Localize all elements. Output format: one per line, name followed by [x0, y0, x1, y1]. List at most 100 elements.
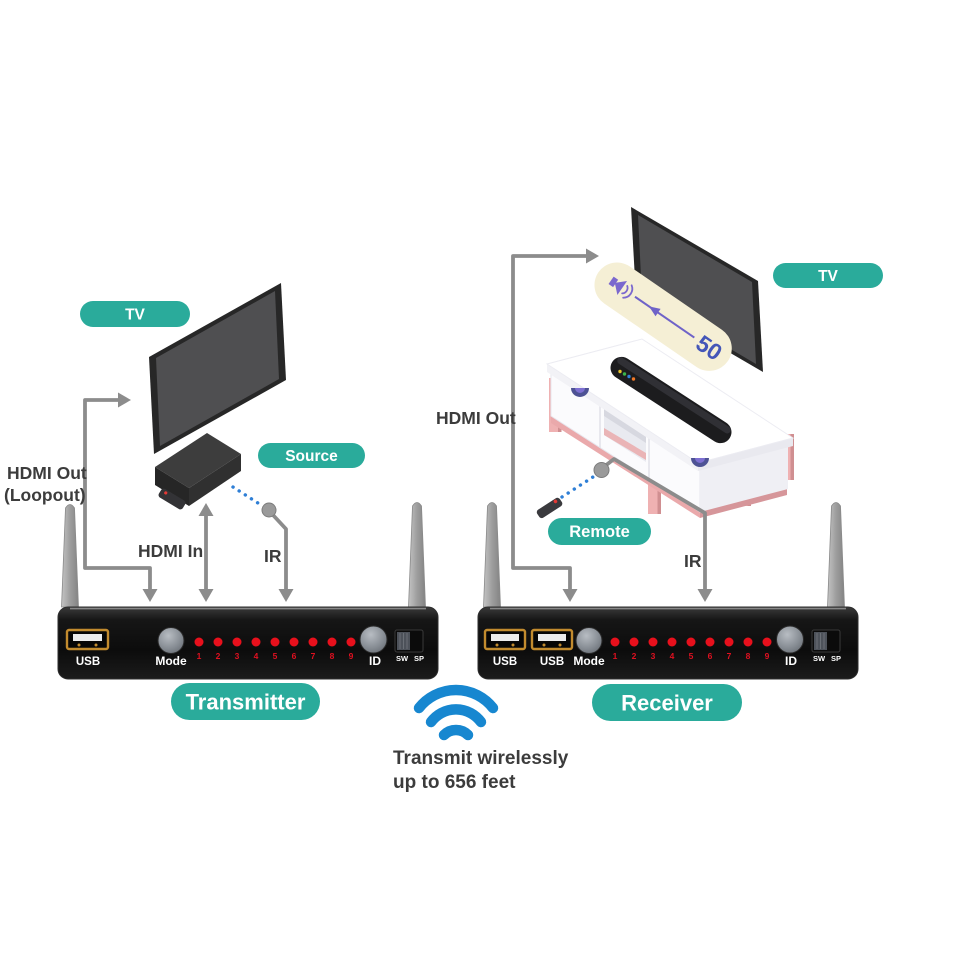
tv-left-pill-label: TV: [125, 307, 145, 324]
volume-banner: 50: [594, 262, 732, 371]
volume-arrowhead: [648, 306, 661, 317]
led-number: 3: [235, 651, 240, 661]
usb-label: USB: [76, 656, 100, 668]
led-number: 8: [330, 651, 335, 661]
usb-port: [530, 628, 574, 651]
tv-left-pill: [80, 301, 190, 327]
id-button: [776, 625, 804, 654]
source-front-left: [155, 467, 189, 506]
drawer-handle: [571, 388, 589, 397]
connectors: HDMI Out (Loopout) HDMI In IR HDMI Out I…: [4, 248, 713, 602]
transmitter-device: USB Mode 1 2 3 4 5 6 7 8 9 ID: [57, 502, 439, 680]
ir-right-line: [603, 457, 707, 590]
id-button: [359, 625, 388, 654]
mode-button: [157, 627, 185, 654]
sp-label: SP: [414, 654, 424, 663]
led-number: 5: [273, 651, 278, 661]
labels: TV Source TV Remote Transmitter Receiver: [80, 263, 883, 721]
led-indicators: 1 2 3 4 5 6 7 8 9: [194, 637, 356, 661]
ir-right-label: IR: [684, 551, 702, 571]
led-number: 9: [765, 651, 770, 661]
mode-switch: [811, 629, 841, 653]
mode-label: Mode: [155, 654, 187, 668]
led-number: 1: [613, 651, 618, 661]
tv-screen: [156, 291, 279, 446]
id-label: ID: [369, 654, 381, 668]
wireless-note: Transmit wirelessly up to 656 feet: [393, 748, 569, 793]
led-number: 7: [727, 651, 732, 661]
sw-label: SW: [813, 654, 826, 663]
wireless-note-line2: up to 656 feet: [393, 772, 516, 793]
mode-button: [575, 627, 603, 654]
antenna: [61, 504, 79, 608]
ir-signal-dots: [560, 475, 595, 499]
receiver-device: USB USB Mode 1 2 3 4 5 6 7 8 9 ID: [477, 502, 859, 680]
mode-label: Mode: [573, 654, 605, 668]
open-shelf: [604, 408, 646, 462]
id-label: ID: [785, 654, 797, 668]
led-number: 1: [197, 651, 202, 661]
tv-screen: [638, 215, 756, 364]
sw-label: SW: [396, 654, 409, 663]
remote-pill-label: Remote: [569, 523, 630, 541]
led-indicators: 1 2 3 4 5 6 7 8 9: [610, 637, 772, 661]
led-number: 7: [311, 651, 316, 661]
ir-left-label: IR: [264, 546, 282, 566]
led-number: 6: [292, 651, 297, 661]
antenna: [483, 502, 501, 608]
led-number: 4: [670, 651, 675, 661]
usb-label: USB: [540, 656, 564, 668]
hdmi-in-label: HDMI In: [138, 541, 203, 561]
hdmi-out-line: [511, 254, 586, 590]
drawer-handle: [691, 458, 709, 467]
remote-pill: [548, 518, 651, 545]
usb-label: USB: [493, 656, 517, 668]
ir-left-line: [271, 513, 288, 590]
source-top: [155, 433, 241, 488]
source-pill-label: Source: [285, 448, 338, 465]
led-number: 5: [689, 651, 694, 661]
led-number: 3: [651, 651, 656, 661]
led-number: 4: [254, 651, 259, 661]
remote-control: [536, 497, 563, 519]
slab-side-edge: [698, 438, 793, 471]
transmitter-pill: [171, 683, 320, 720]
led-number: 8: [746, 651, 751, 661]
volume-arrow-line: [634, 295, 695, 339]
wireless-note-line1: Transmit wirelessly: [393, 748, 569, 769]
antenna: [827, 502, 845, 608]
tv-right-pill-label: TV: [818, 268, 838, 285]
cabinet-side: [700, 447, 788, 512]
source-remote: [158, 488, 186, 510]
tv-stand: [545, 338, 795, 518]
wifi-icon: [413, 684, 499, 741]
hdmi-out-label: HDMI Out: [436, 408, 516, 428]
led-number: 9: [349, 651, 354, 661]
left-tv: [149, 283, 286, 454]
hdmi-loopout-line: [83, 398, 152, 590]
soundbar: [610, 356, 732, 444]
right-tv: [631, 207, 763, 372]
soundbar-leds: [618, 369, 636, 381]
led-number: 2: [216, 651, 221, 661]
usb-port: [483, 628, 527, 651]
tv-right-pill: [773, 263, 883, 288]
antenna: [408, 502, 426, 608]
ir-signal-dots: [231, 485, 263, 507]
ir-emitter-dot: [261, 502, 277, 518]
source-front-right: [189, 454, 241, 506]
hdmi-out-loopout-label-line1: HDMI Out: [7, 463, 87, 483]
mode-switch: [394, 629, 424, 653]
source-pill: [258, 443, 365, 468]
ir-emitter-dot: [593, 462, 610, 478]
transmitter-pill-label: Transmitter: [186, 690, 306, 715]
speaker-volume-icon: [608, 276, 634, 299]
remote-power-led: [164, 491, 168, 495]
stand-side-rail: [700, 488, 787, 518]
sp-label: SP: [831, 654, 841, 663]
source-player: [155, 433, 241, 510]
device-body: [57, 606, 439, 680]
remote-button: [553, 499, 558, 504]
